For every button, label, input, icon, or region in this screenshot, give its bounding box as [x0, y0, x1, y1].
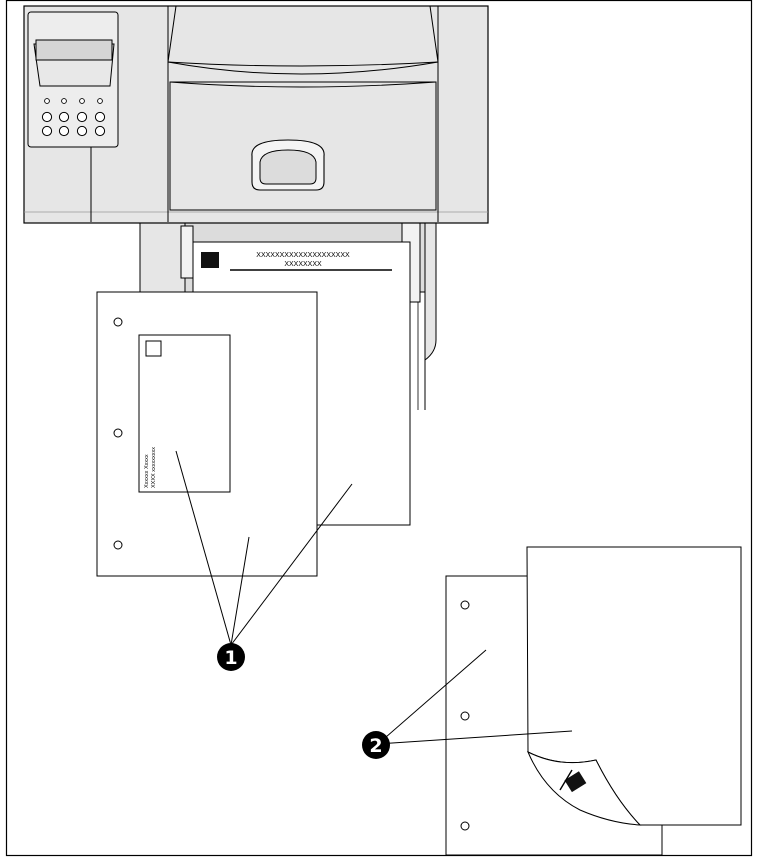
envelope: Xxxxxx Xxxxx XXXX xxxxxxxxx [138, 334, 231, 493]
feeding-sheet-text-line2: XXXXXXXX [284, 261, 322, 268]
door-handle [251, 139, 325, 191]
callout-2-marker: 2 [362, 731, 390, 759]
tray-guide-left [180, 225, 194, 279]
lcd-display [35, 39, 113, 61]
callout-2-number: 2 [369, 735, 382, 757]
punch-hole-bottom [113, 540, 123, 550]
panel-indicator-leds [44, 98, 103, 104]
punch-hole-top [113, 317, 123, 327]
callout-1-number: 1 [224, 647, 237, 669]
curled-corner-sheet [526, 546, 742, 826]
curled-corner-flap [527, 750, 642, 826]
callout-1-leaders [175, 450, 353, 646]
diagram-frame [5, 0, 753, 857]
envelope-address-line2: XXXX xxxxxxxxx [151, 447, 157, 488]
punched-sheet-with-envelope: Xxxxxx Xxxxx XXXX xxxxxxxxx [96, 291, 318, 577]
curled-corner-black-mark [564, 771, 587, 793]
feeding-sheet-text-line1: XXXXXXXXXXXXXXXXXXXX [256, 252, 350, 259]
envelope-address-line1: Xxxxxx Xxxxx [144, 454, 150, 488]
punch-hole-middle [113, 428, 123, 438]
callout-1-marker: 1 [217, 643, 245, 671]
callout-2-leaders [377, 649, 573, 745]
envelope-stamp-box [145, 340, 162, 357]
control-panel [27, 11, 119, 148]
panel-buttons [41, 111, 106, 137]
feeding-sheet-black-mark [201, 252, 219, 268]
front-door [167, 5, 439, 211]
